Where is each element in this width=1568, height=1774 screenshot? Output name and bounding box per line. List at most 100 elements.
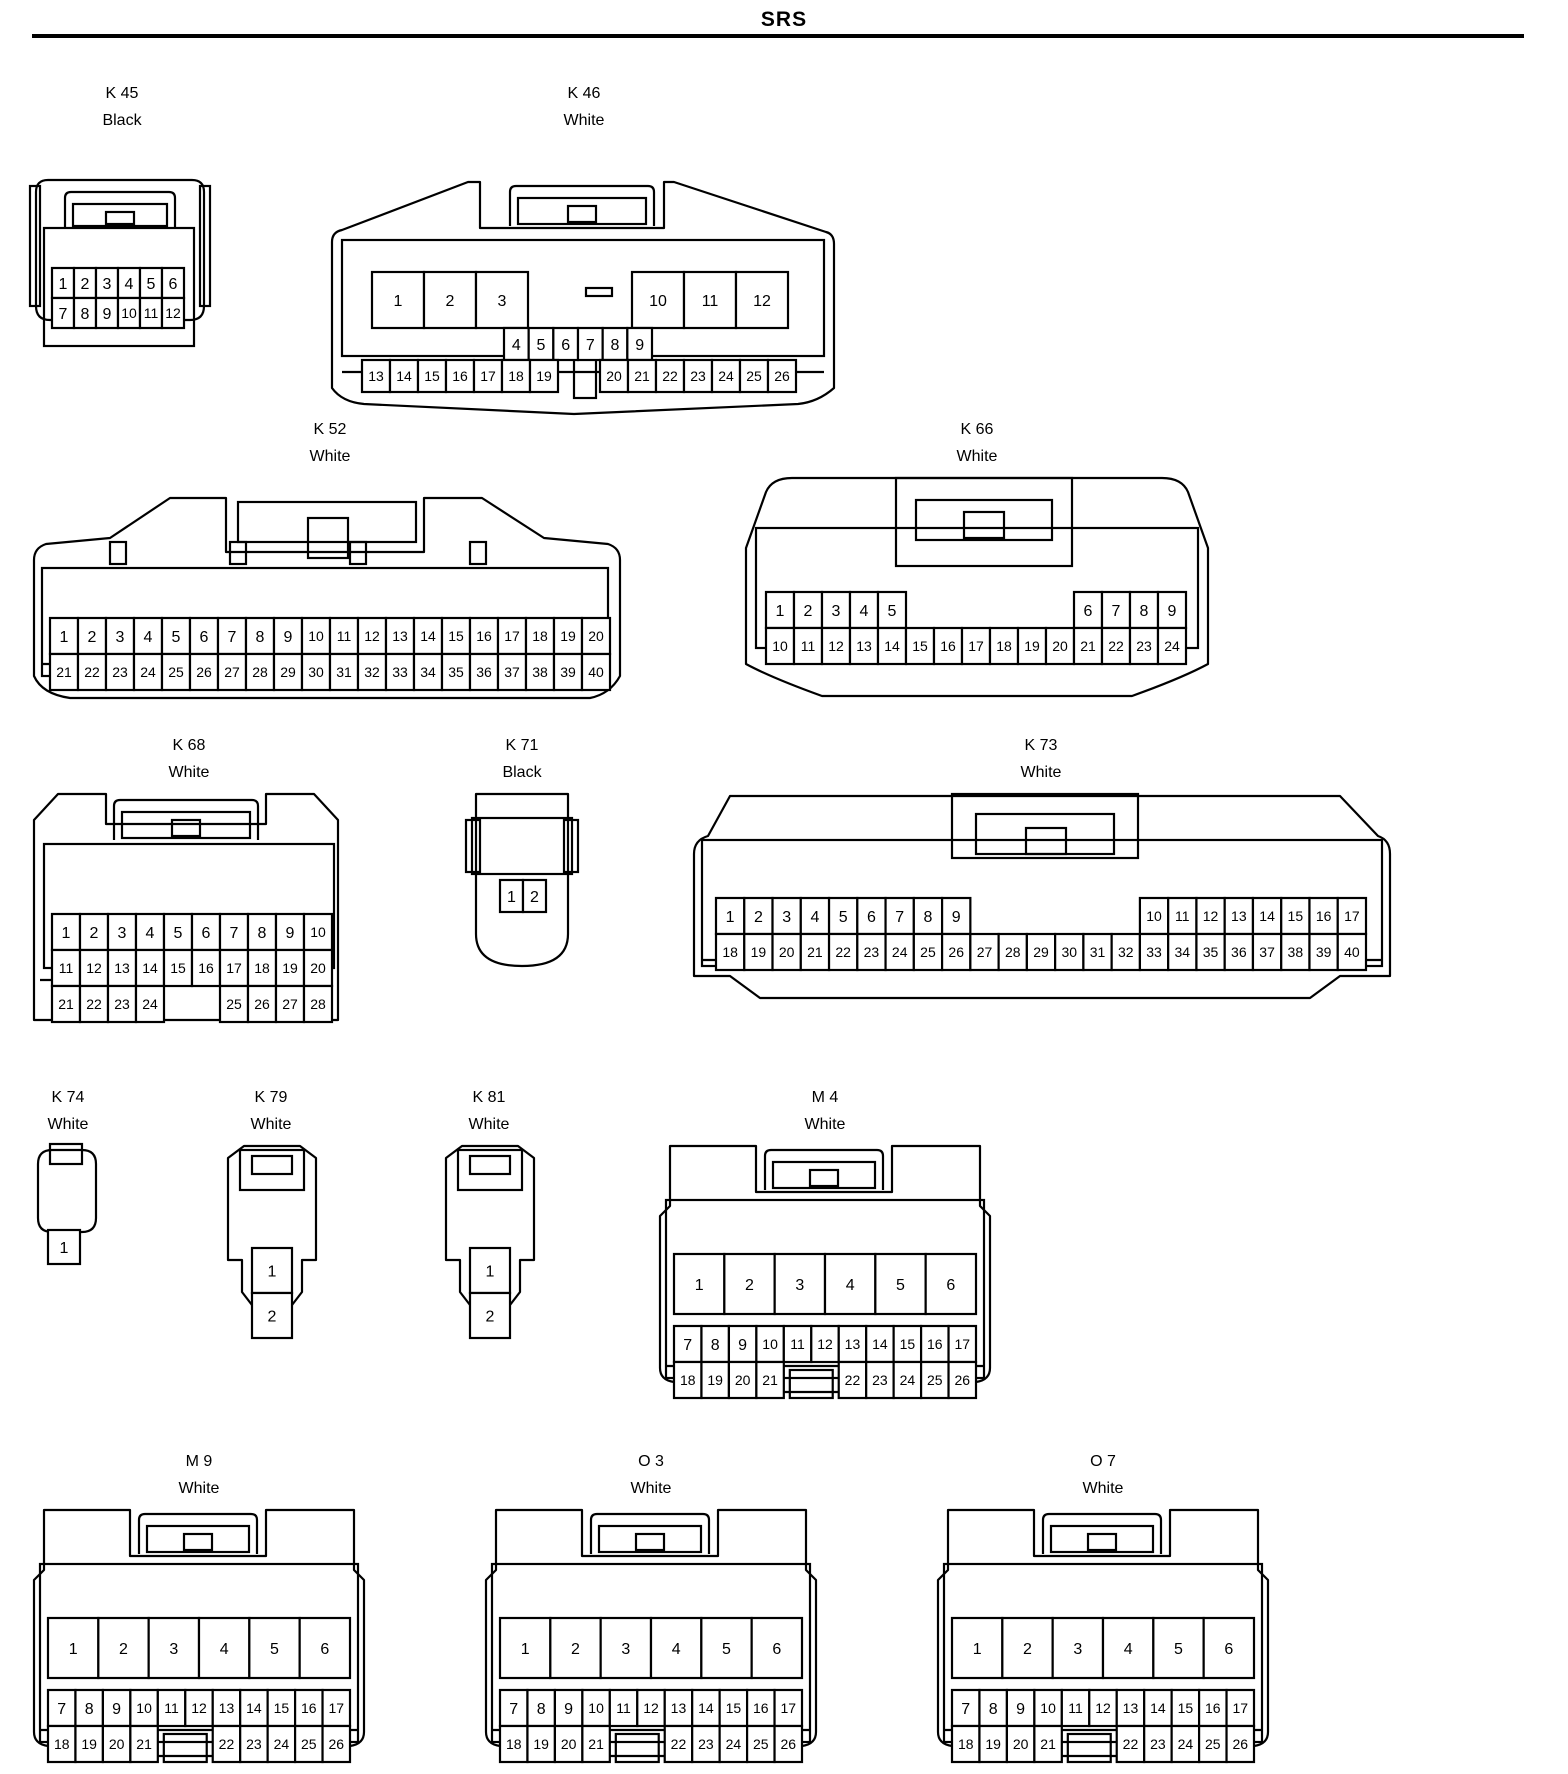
pin-cell-box <box>1202 1616 1256 1680</box>
connector-id: K 52 <box>313 421 347 438</box>
latch-tab <box>634 1532 666 1552</box>
pin-cell: 14 <box>1251 896 1283 936</box>
pin-cell: 38 <box>524 652 556 692</box>
pin-cell-box <box>500 358 532 394</box>
pin-number: 9 <box>564 1701 573 1718</box>
pin-number: 24 <box>726 1736 742 1752</box>
pin-cell: 6 <box>856 896 887 936</box>
pin-number: 4 <box>810 909 819 926</box>
pin-number: 10 <box>588 1700 604 1716</box>
pin-cell: 19 <box>274 948 306 988</box>
pin-number: 4 <box>846 1277 855 1294</box>
pin-number: 13 <box>114 960 130 976</box>
pin-number: 1 <box>268 1263 277 1280</box>
pin-number: 3 <box>103 276 112 293</box>
pin-number: 16 <box>1316 908 1332 924</box>
pin-cell: 10 <box>581 1688 611 1728</box>
pin-number: 14 <box>1259 908 1275 924</box>
pin-cell: 28 <box>244 652 276 692</box>
pin-number: 5 <box>722 1641 731 1658</box>
pin-cell-box <box>526 1724 557 1764</box>
housing <box>28 178 212 348</box>
pin-number: 22 <box>86 996 102 1012</box>
pin-cell-box <box>734 270 790 330</box>
pin-cell: 25 <box>1197 1724 1228 1764</box>
pin-cell: 10 <box>755 1324 785 1364</box>
latch-tab <box>104 210 136 226</box>
pin-cell: 18 <box>672 1360 703 1400</box>
pin-number: 40 <box>588 664 604 680</box>
pin-cell: 26 <box>773 1724 804 1764</box>
pin-cell-box <box>1336 932 1368 972</box>
pin-cell: 7 <box>672 1324 703 1364</box>
pin-cell-box <box>771 896 802 936</box>
pin-number: 8 <box>924 909 933 926</box>
latch-window <box>914 498 1054 542</box>
pin-cell-box <box>837 1324 868 1364</box>
connector-drawing: 12 <box>226 1144 318 1340</box>
pin-cell: 14 <box>388 358 420 394</box>
pin-number: 10 <box>649 293 667 310</box>
pin-cell-box <box>636 1688 666 1728</box>
pin-number: 3 <box>621 1641 630 1658</box>
pin-cell: 7 <box>216 616 248 656</box>
pin-number: 24 <box>274 1736 290 1752</box>
pin-number: 7 <box>961 1701 970 1718</box>
pin-number: 15 <box>912 638 928 654</box>
pin-cell: 7 <box>50 296 76 330</box>
pin-number: 31 <box>336 664 352 680</box>
pin-cell-box <box>626 326 654 362</box>
pin-cell: 21 <box>626 358 658 394</box>
pin-cell-box <box>700 1324 731 1364</box>
pin-number: 3 <box>116 629 125 646</box>
pin-cell-box <box>160 296 186 330</box>
pin-cell-box <box>727 1360 758 1400</box>
connector-color: White <box>804 1116 846 1133</box>
page-title: SRS <box>760 8 808 31</box>
pin-number: 11 <box>616 1700 631 1716</box>
pin-cell: 23 <box>1143 1724 1173 1764</box>
pin-number: 15 <box>448 628 464 644</box>
pin-number: 13 <box>845 1336 861 1352</box>
pin-cell: 1 <box>46 1616 100 1680</box>
pin-cell-box <box>1044 626 1076 666</box>
pin-cell: 8 <box>912 896 944 936</box>
pin-cell: 14 <box>865 1324 895 1364</box>
pin-number: 36 <box>1231 944 1247 960</box>
pin-cell-box <box>884 896 915 936</box>
latch <box>763 1148 885 1190</box>
pin-number: 10 <box>772 638 788 654</box>
pin-cell: 2 <box>521 878 548 914</box>
pin-number: 1 <box>69 1641 78 1658</box>
pin-number: 13 <box>671 1700 687 1716</box>
pin-number: 40 <box>1344 944 1360 960</box>
pin-number: 1 <box>726 909 735 926</box>
pin-cell: 10 <box>630 270 686 330</box>
connector-id: K 46 <box>567 85 601 102</box>
pin-cell-box <box>799 896 831 936</box>
pin-cell: 21 <box>1072 626 1104 666</box>
pin-cell: 15 <box>162 948 194 988</box>
pin-cell: 6 <box>1072 590 1104 630</box>
pin-cell: 6 <box>552 326 580 362</box>
pin-number: 17 <box>480 368 496 384</box>
pin-cell: 32 <box>1110 932 1142 972</box>
pin-number: 3 <box>782 909 791 926</box>
pin-cell-box <box>104 652 136 692</box>
latch-window <box>771 1160 877 1190</box>
pin-number: 8 <box>989 1701 998 1718</box>
pin-number: 5 <box>839 909 848 926</box>
pin-number: 7 <box>59 306 68 323</box>
pin-cell: 10 <box>302 912 334 952</box>
pin-cell-box <box>468 1291 512 1340</box>
pin-number: 11 <box>1068 1700 1083 1716</box>
pin-number: 12 <box>165 305 181 321</box>
pin-number: 34 <box>420 664 436 680</box>
pin-cell-box <box>1225 1688 1256 1728</box>
